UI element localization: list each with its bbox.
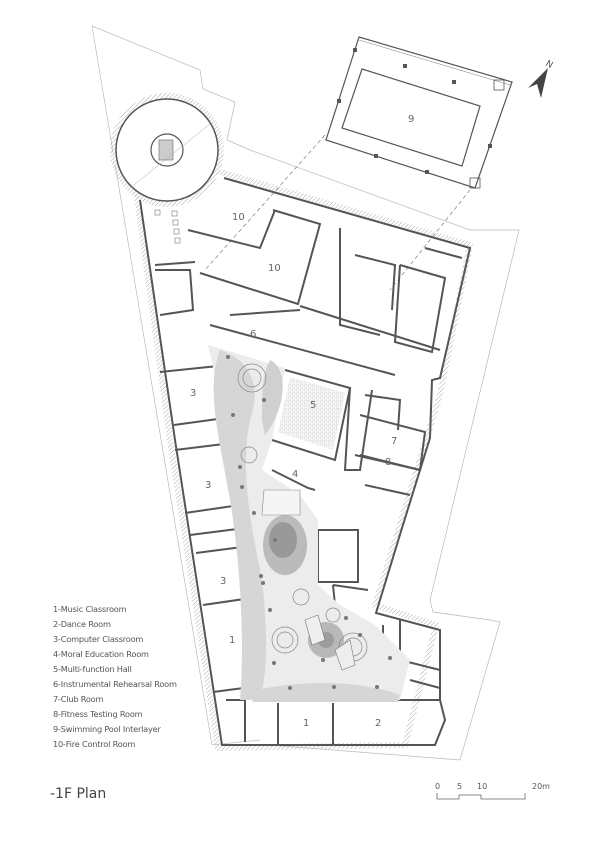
legend-item: 9-Swimming Pool Interlayer (53, 724, 161, 734)
scale-tick-10: 10 (477, 782, 488, 791)
north-arrow-icon: N (528, 59, 554, 98)
legend-item: 6-Instrumental Rehearsal Room (53, 679, 177, 689)
scale-tick-0: 0 (435, 782, 441, 791)
legend-item: 7-Club Room (53, 694, 104, 704)
legend-item: 8-Fitness Testing Room (53, 709, 143, 719)
room-legend: 1-Music Classroom 2-Dance Room 3-Compute… (53, 602, 177, 752)
room-label-7: 7 (391, 436, 397, 447)
room-label-3b: 3 (205, 480, 211, 491)
room-label-6: 6 (250, 329, 256, 340)
legend-item: 10-Fire Control Room (53, 739, 136, 749)
room-labels: 9 10 10 6 5 3 3 3 4 7 8 1 1 2 (190, 114, 414, 729)
pool-interlayer (325, 36, 513, 189)
courtyard (208, 345, 410, 702)
room-label-1a: 1 (229, 635, 235, 646)
rotunda (110, 93, 224, 244)
room-label-4: 4 (292, 469, 298, 480)
room-label-9: 9 (408, 114, 414, 125)
room-label-10a: 10 (232, 212, 245, 223)
legend-item: 2-Dance Room (53, 619, 111, 629)
room-label-10b: 10 (268, 263, 281, 274)
room-label-3a: 3 (190, 388, 196, 399)
room-label-3c: 3 (220, 576, 226, 587)
legend-item: 1-Music Classroom (53, 604, 127, 614)
scale-bar (436, 793, 526, 800)
room-label-1b: 1 (303, 718, 309, 729)
legend-item: 4-Moral Education Room (53, 649, 149, 659)
scale-tick-5: 5 (457, 782, 463, 791)
room-label-2: 2 (375, 718, 381, 729)
room-label-5: 5 (310, 400, 316, 411)
legend-item: 3-Computer Classroom (53, 634, 144, 644)
room-label-8: 8 (385, 457, 391, 468)
site-boundary (91, 25, 251, 151)
legend-item: 5-Multi-function Hall (53, 664, 132, 674)
scale-tick-20m: 20m (532, 782, 550, 791)
plan-title: -1F Plan (50, 786, 107, 802)
svg-text:N: N (544, 59, 555, 71)
